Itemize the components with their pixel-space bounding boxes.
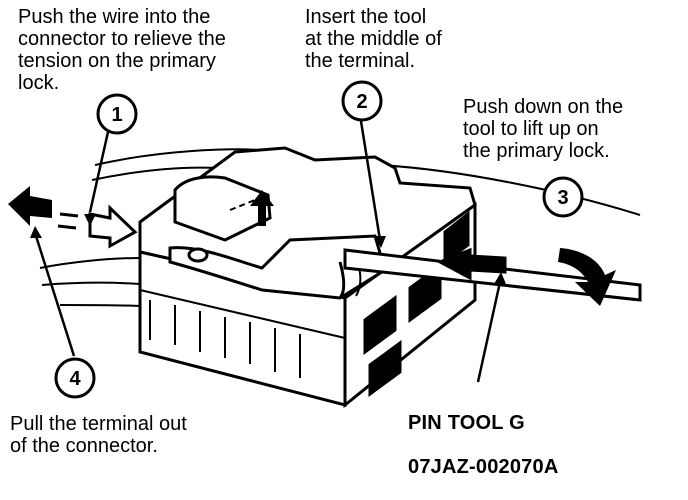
- step-2-instruction: Insert the tool at the middle of the ter…: [305, 6, 442, 72]
- leader-arrowhead: [30, 226, 42, 238]
- step-2-number: 2: [356, 91, 367, 113]
- pull-out-arrow: [8, 186, 52, 226]
- step-4-number: 4: [69, 368, 81, 390]
- step-4-instruction: Pull the terminal out of the connector.: [10, 413, 187, 457]
- pin-tool: [343, 247, 642, 302]
- step-3-instruction: Push down on the tool to lift up on the …: [463, 96, 624, 162]
- step-3-number: 3: [557, 187, 568, 209]
- step-3-circle: 3: [542, 176, 584, 218]
- leader-lines: [34, 114, 502, 383]
- step-4-circle: 4: [54, 357, 96, 399]
- step-2-circle: 2: [341, 80, 383, 122]
- leader-arrowhead: [84, 214, 96, 226]
- step-1-instruction: Push the wire into the connector to reli…: [18, 6, 226, 94]
- leader-arrowhead: [374, 236, 386, 248]
- leader-arrowhead: [494, 272, 506, 284]
- pin-tool-name: PIN TOOL G: [408, 412, 525, 434]
- push-in-arrow: [88, 204, 138, 249]
- lift-arrow: [250, 190, 274, 226]
- step-1-circle: 1: [96, 93, 138, 135]
- step-1-number: 1: [111, 104, 122, 126]
- push-down-arrow: [558, 248, 616, 306]
- connector-illustration: 1 2 3 4: [8, 80, 642, 409]
- motion-lines: [57, 212, 79, 230]
- primary-lock-tab: [173, 175, 272, 242]
